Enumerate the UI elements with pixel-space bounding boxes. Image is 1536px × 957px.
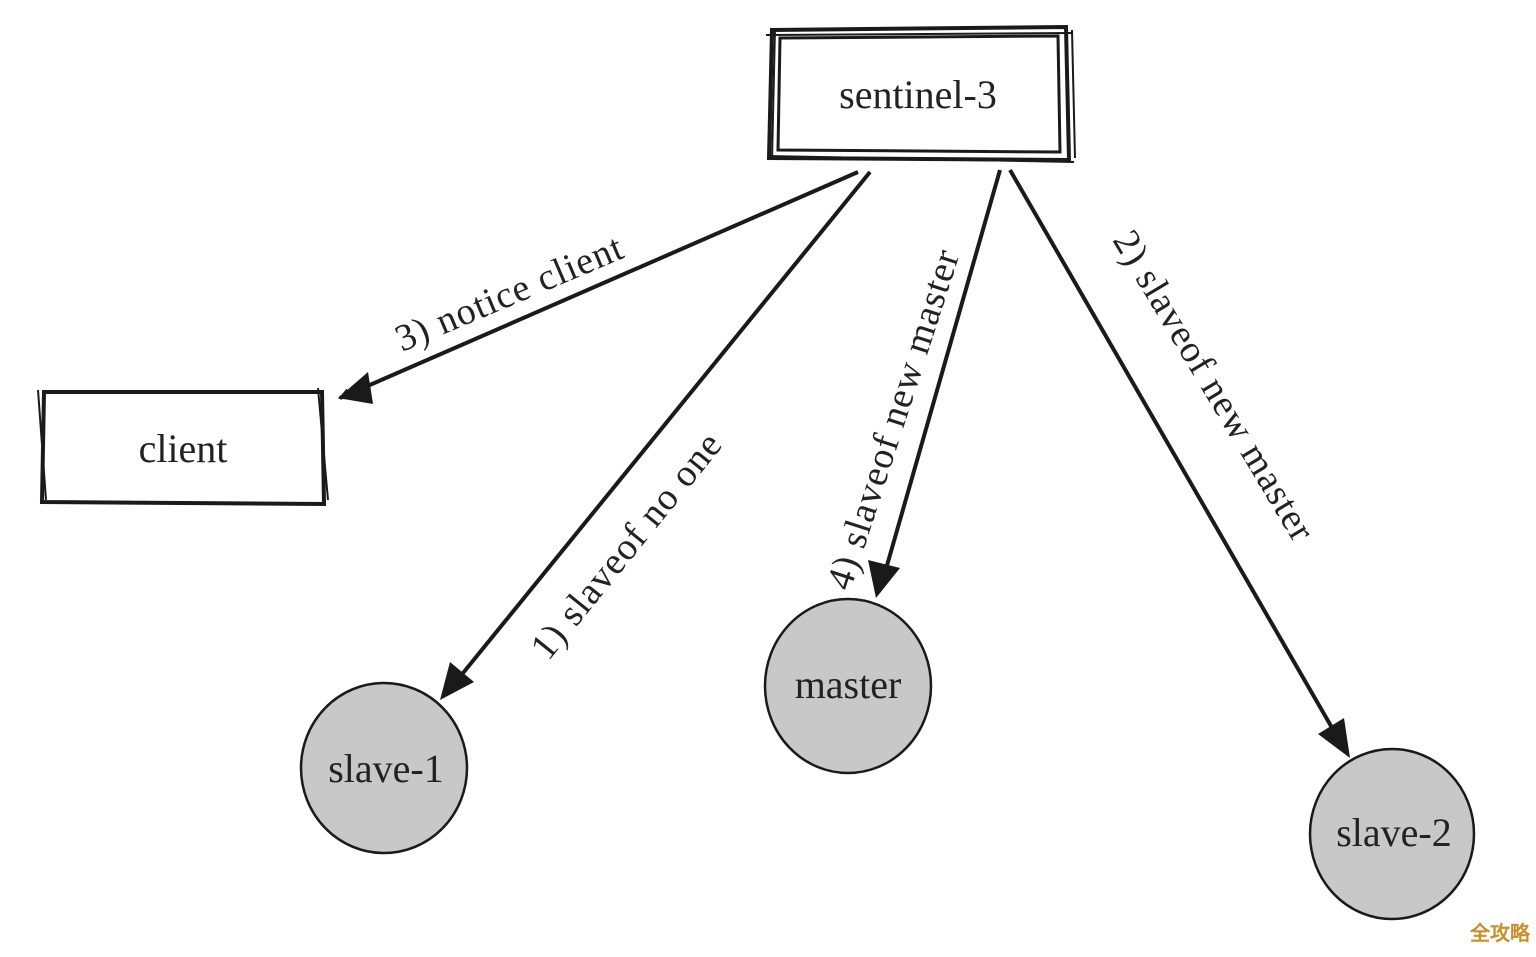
slave2-label: slave-2 (1336, 810, 1452, 855)
edge-slaveof-new-master-4: 4) slaveof new master (819, 169, 1002, 598)
edge-label-slaveof-new-master-2: 2) slaveof new master (1104, 223, 1323, 549)
edge-slaveof-new-master-2: 2) slaveof new master (1008, 169, 1350, 758)
watermark-text: 全攻略 (1469, 921, 1531, 945)
client-node: client (37, 387, 329, 507)
slave2-node: slave-2 (1308, 747, 1476, 921)
slave1-label: slave-1 (328, 746, 444, 791)
sentinel-label: sentinel-3 (839, 72, 997, 117)
slave1-node: slave-1 (299, 681, 469, 855)
master-node: master (763, 597, 933, 775)
edge-label-notice-client: 3) notice client (389, 226, 630, 360)
client-label: client (139, 426, 228, 471)
sentinel-node: sentinel-3 (765, 24, 1076, 163)
edge-notice-client: 3) notice client (338, 170, 859, 404)
edge-label-slaveof-no-one: 1) slaveof no one (522, 424, 731, 668)
master-label: master (795, 662, 902, 707)
